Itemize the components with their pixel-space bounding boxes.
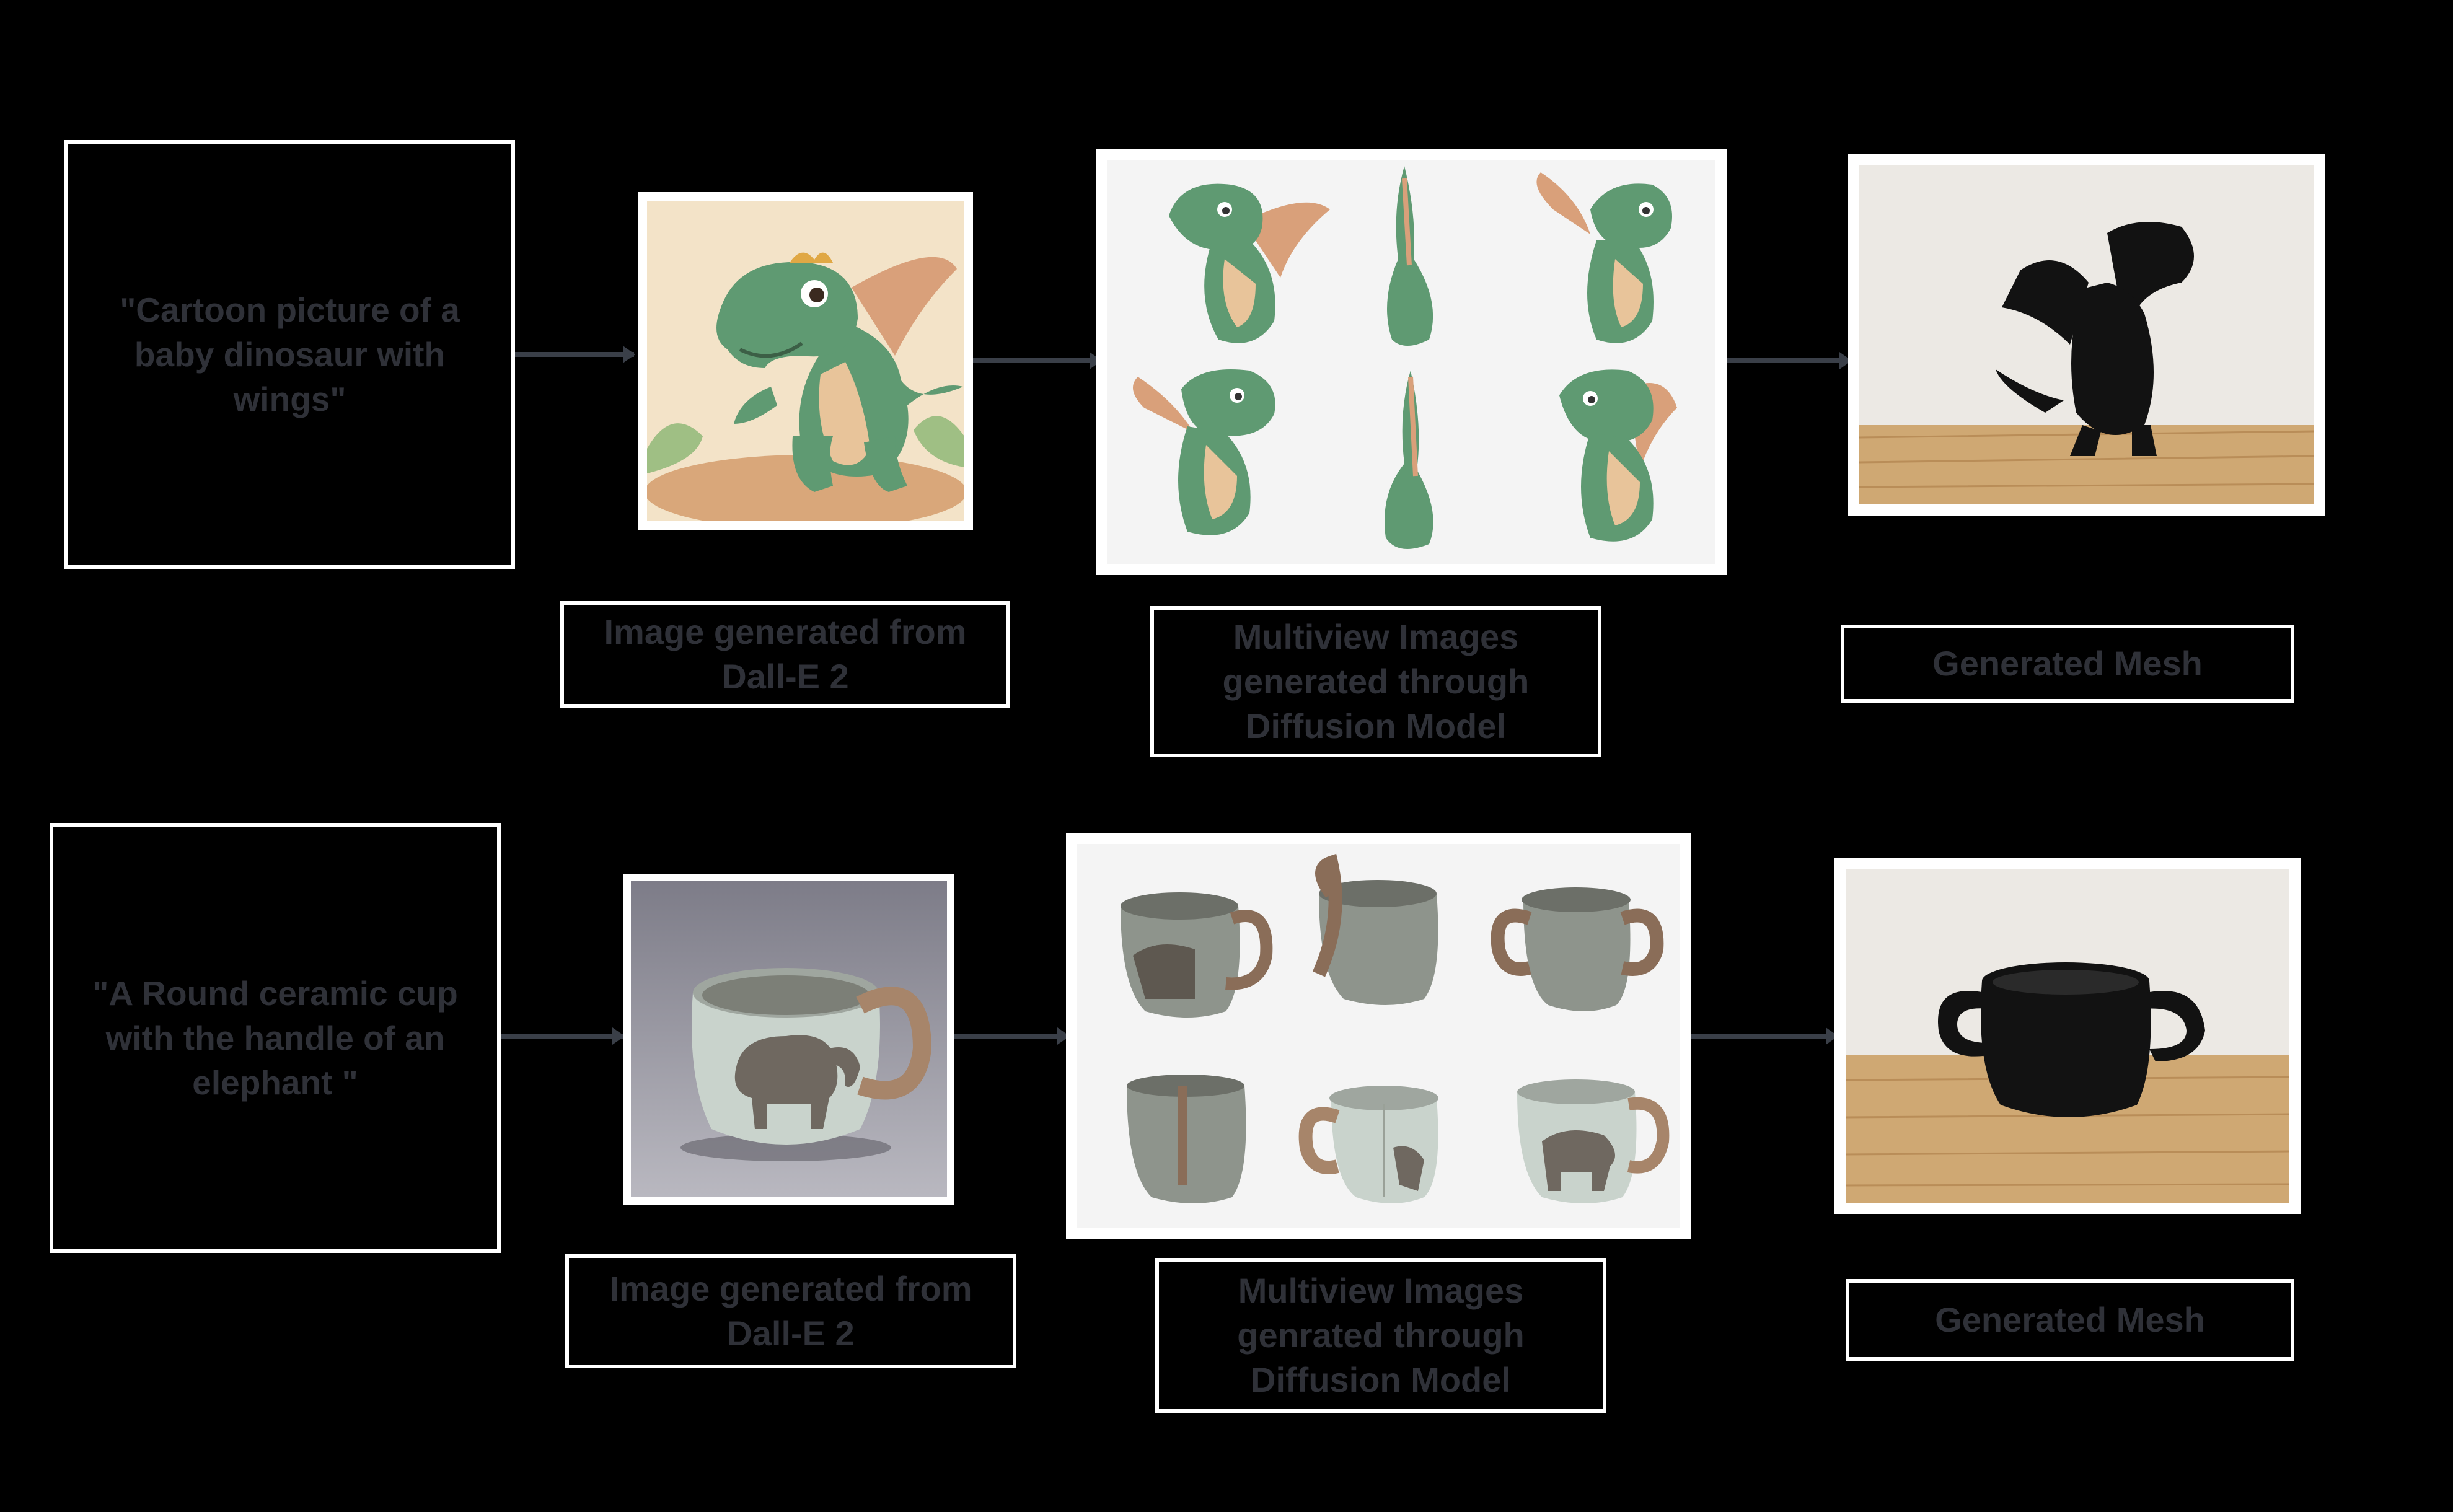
arrow-multiview-to-mesh-1 — [1727, 352, 1852, 369]
arrow-prompt-to-image-1 — [515, 346, 635, 363]
caption-generated-mesh-2-text: Generated Mesh — [1935, 1300, 2205, 1339]
prompt-box-cup: "A Round ceramic cup with the handle of … — [50, 823, 501, 1253]
dinosaur-mesh-render — [1859, 165, 2314, 504]
dinosaur-image — [638, 192, 973, 530]
prompt-text-dinosaur: "Cartoon picture of a baby dinosaur with… — [120, 291, 460, 418]
arrow-image-to-multiview-1 — [973, 352, 1102, 369]
caption-multiview-1: Multiview Images generated through Diffu… — [1150, 606, 1601, 757]
caption-generated-mesh-1: Generated Mesh — [1841, 625, 2294, 703]
caption-generated-mesh-1-text: Generated Mesh — [1932, 644, 2203, 683]
dinosaur-multiview-images — [1096, 149, 1727, 575]
caption-multiview-2-text: Multiview Images genrated through Diffus… — [1237, 1271, 1525, 1399]
arrow-image-to-multiview-2 — [954, 1027, 1070, 1045]
cup-mesh-photo — [1834, 858, 2301, 1214]
caption-image-generated-1: Image generated from Dall-E 2 — [560, 601, 1010, 708]
cup-multiview-grid — [1077, 844, 1680, 1228]
prompt-box-dinosaur: "Cartoon picture of a baby dinosaur with… — [64, 140, 515, 569]
prompt-text-cup: "A Round ceramic cup with the handle of … — [92, 974, 458, 1102]
caption-image-generated-2-text: Image generated from Dall-E 2 — [609, 1269, 972, 1353]
cup-illustration — [631, 881, 947, 1197]
caption-multiview-2: Multiview Images genrated through Diffus… — [1155, 1258, 1606, 1413]
cup-mesh-render — [1846, 869, 2289, 1203]
caption-image-generated-2: Image generated from Dall-E 2 — [565, 1254, 1016, 1368]
arrow-multiview-to-mesh-2 — [1691, 1027, 1838, 1045]
dinosaur-mesh-photo — [1848, 154, 2325, 516]
cup-multiview-images — [1066, 833, 1691, 1239]
dinosaur-illustration — [647, 201, 964, 521]
caption-generated-mesh-2: Generated Mesh — [1846, 1279, 2294, 1361]
dinosaur-multiview-grid — [1107, 160, 1715, 564]
cup-image — [623, 874, 954, 1205]
caption-multiview-1-text: Multiview Images generated through Diffu… — [1222, 617, 1530, 745]
arrow-prompt-to-image-2 — [501, 1027, 625, 1045]
caption-image-generated-1-text: Image generated from Dall-E 2 — [604, 612, 967, 696]
